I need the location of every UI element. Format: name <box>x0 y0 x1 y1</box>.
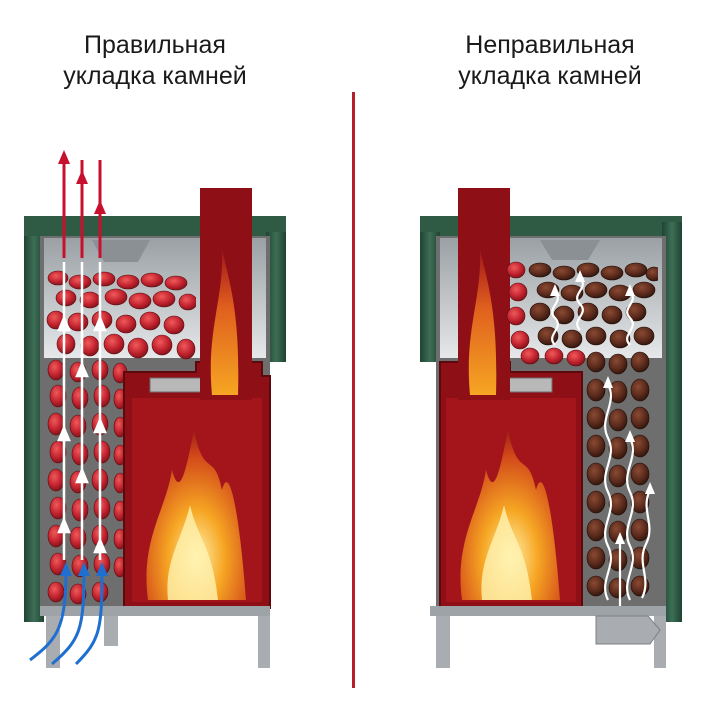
arrow-up-icon <box>76 170 88 184</box>
marble-panel-left <box>24 222 44 622</box>
divider-line <box>352 92 355 688</box>
caption-correct-line1: Правильная <box>84 31 226 59</box>
stones-right <box>506 261 658 599</box>
flame-icon <box>460 430 560 600</box>
hot-air-flow <box>58 150 106 258</box>
caption-incorrect-line2: укладка камней <box>458 62 642 90</box>
marble-back-left <box>266 232 286 362</box>
air-arrows-right <box>550 270 655 544</box>
base-right <box>430 606 666 616</box>
base-left <box>40 606 270 616</box>
flame-icon <box>146 430 246 600</box>
air-inlet-right <box>595 615 661 645</box>
grate-left <box>149 377 207 393</box>
caption-correct-line2: укладка камней <box>63 62 247 90</box>
arrow-up-right-icon <box>60 562 72 576</box>
caption-incorrect: Неправильная укладка камней <box>400 30 700 92</box>
marble-panel-right <box>662 222 682 622</box>
caption-incorrect-line1: Неправильная <box>465 31 635 59</box>
cold-air-flow <box>29 562 108 666</box>
funnel-left <box>92 240 150 262</box>
arrow-up-right-icon <box>78 562 90 576</box>
arrow-up-icon <box>58 150 70 164</box>
stove-incorrect <box>420 188 682 668</box>
stove-correct <box>24 150 286 668</box>
caption-correct: Правильная укладка камней <box>5 30 305 92</box>
arrow-up-right-icon <box>96 562 108 576</box>
squiggle-arrow-icon <box>551 277 651 610</box>
air-columns-left <box>57 262 107 560</box>
funnel-right <box>540 240 600 260</box>
arrow-up-icon <box>94 200 106 214</box>
marble-back-right <box>420 232 440 362</box>
